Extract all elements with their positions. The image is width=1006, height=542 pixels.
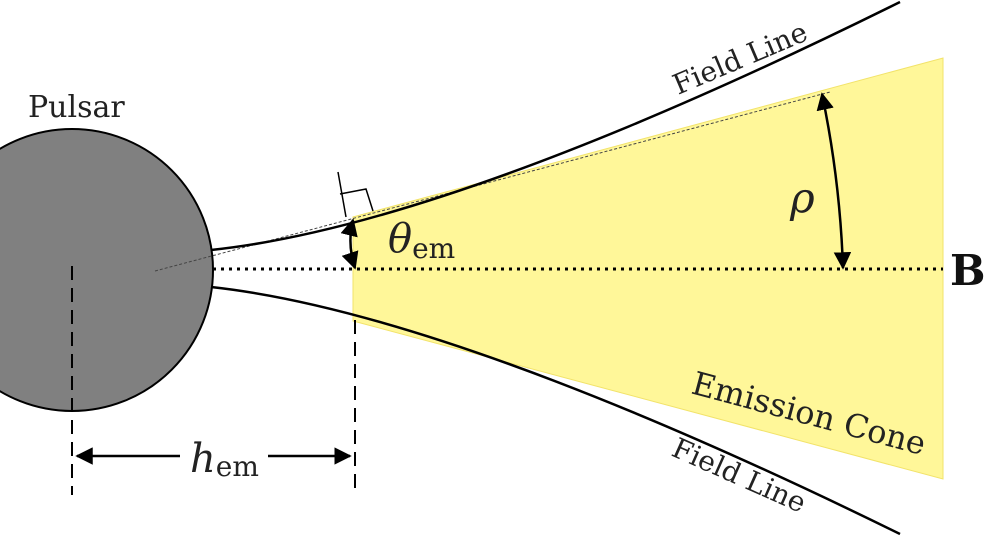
theta-arc-arrow (340, 218, 359, 270)
rho-label: ρ (789, 173, 815, 222)
field-line-bottom-label: Field Line (667, 431, 811, 519)
field-line-bottom (210, 285, 901, 536)
right-angle-marker (337, 171, 374, 218)
theta-em-label: θem (388, 216, 455, 265)
h-em-label: hem (190, 436, 259, 483)
pulsar-label: Pulsar (28, 90, 125, 125)
pulsar-body (0, 128, 214, 412)
field-line-top-label: Field Line (668, 15, 812, 101)
field-line-top (210, 0, 901, 252)
b-axis-label: B (950, 246, 986, 295)
rho-arc-arrow (816, 92, 852, 270)
